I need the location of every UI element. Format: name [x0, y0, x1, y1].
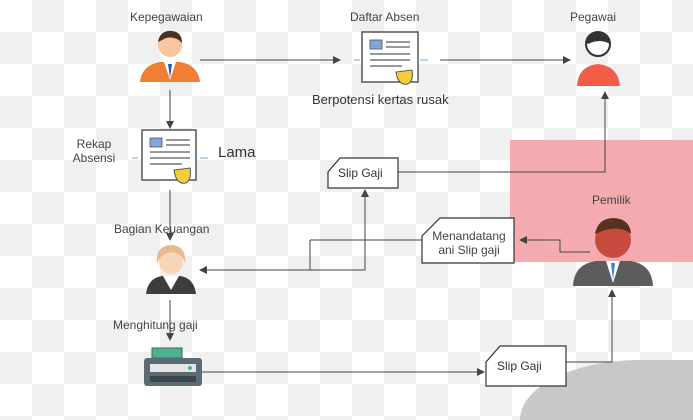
- label-pemilik: Pemilik: [592, 193, 631, 207]
- arrow-pemilik-to-menandatangani: [519, 236, 590, 253]
- label-menandatangani: Menandatang ani Slip gaji: [424, 229, 514, 257]
- arrow-keuangan-to-slip-top: [310, 189, 369, 271]
- arrow-to-keuangan: [199, 240, 311, 274]
- label-menandatangani-line1: Menandatang: [432, 229, 506, 243]
- label-rekap-line2: Absensi: [72, 151, 116, 165]
- label-pegawai: Pegawai: [570, 10, 617, 24]
- arrow-slip-bottom-to-pemilik: [566, 289, 616, 363]
- arrow-slip-top-to-pegawai: [398, 91, 609, 173]
- label-berpotensi: Berpotensi kertas rusak: [312, 92, 449, 107]
- label-slip-gaji-bottom: Slip Gaji: [497, 359, 542, 373]
- label-rekap-absensi: Rekap Absensi: [64, 137, 124, 165]
- label-menghitung-gaji: Menghitung gaji: [113, 318, 198, 332]
- label-menandatangani-line2: ani Slip gaji: [438, 243, 500, 257]
- label-daftar-absen: Daftar Absen: [350, 10, 420, 24]
- connector-lines: [166, 56, 616, 376]
- label-kepegawaian: Kepegawaian: [130, 10, 203, 24]
- label-slip-gaji-top: Slip Gaji: [338, 166, 383, 180]
- label-bagian-keuangan: Bagian Keuangan: [114, 222, 210, 236]
- label-rekap-line1: Rekap: [76, 137, 112, 151]
- label-lama: Lama: [218, 144, 256, 161]
